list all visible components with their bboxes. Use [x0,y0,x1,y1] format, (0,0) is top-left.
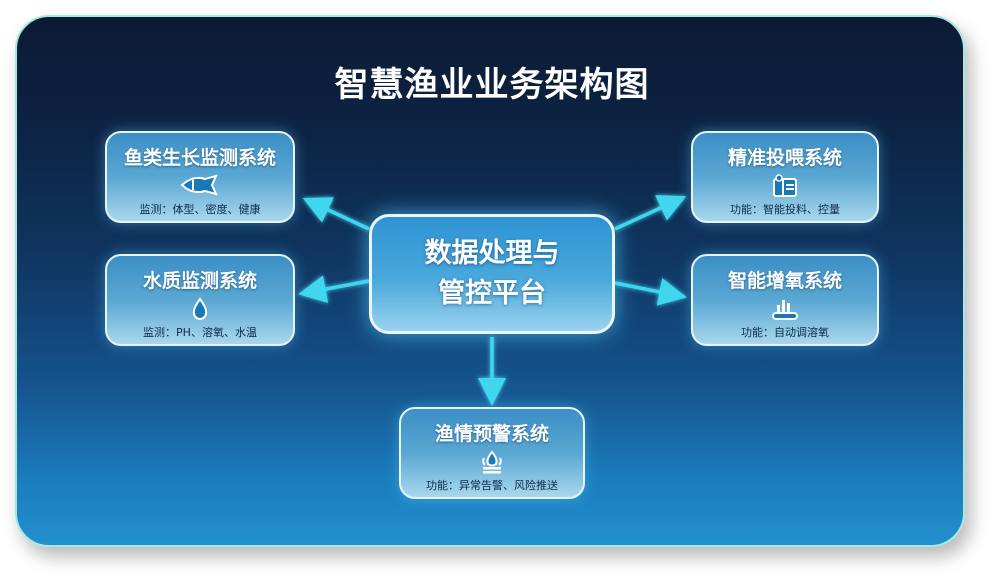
node-title: 水质监测系统 [142,270,257,292]
node-precision-feeding: 精准投喂系统 功能：智能投料、控量 [691,131,879,223]
diagram-title: 智慧渔业业务架构图 [334,65,650,105]
central-platform-node: 数据处理与 管控平台 [369,214,615,334]
node-fish-growth: 鱼类生长监测系统 监测：体型、密度、健康 [105,131,295,223]
node-title: 渔情预警系统 [434,423,549,445]
arrow-to-smart-aeration [614,278,687,306]
feeder-icon [693,174,877,198]
arrow-to-fish-growth [302,197,370,231]
fish-icon [107,174,293,198]
diagram-panel: 智慧渔业业务架构图 数据处理与 管控平台 鱼类生长监测系统 监测：体型、密度、健… [15,15,965,547]
node-desc: 监测：体型、密度、健康 [139,203,261,216]
connector-arrows [298,195,687,406]
node-title: 鱼类生长监测系统 [123,147,276,169]
node-desc: 监测：PH、溶氧、水温 [143,326,257,339]
node-desc: 功能：自动调溶氧 [741,326,829,339]
water-drop-icon [107,297,293,321]
central-platform-line2: 管控平台 [438,278,546,309]
aerator-icon [693,297,877,321]
node-title: 智能增氧系统 [727,270,842,292]
node-smart-aeration: 智能增氧系统 功能：自动调溶氧 [691,254,879,346]
alert-flame-icon [401,450,583,474]
arrow-to-precision-feeding [614,195,687,231]
node-title: 精准投喂系统 [727,147,842,169]
node-early-warning: 渔情预警系统 功能：异常告警、风险推送 [399,407,585,499]
node-water-quality: 水质监测系统 监测：PH、溶氧、水温 [105,254,295,346]
node-desc: 功能：异常告警、风险推送 [426,479,558,492]
central-platform-line1: 数据处理与 [424,238,560,269]
arrow-to-water-quality [298,275,370,303]
node-desc: 功能：智能投料、控量 [730,203,840,216]
